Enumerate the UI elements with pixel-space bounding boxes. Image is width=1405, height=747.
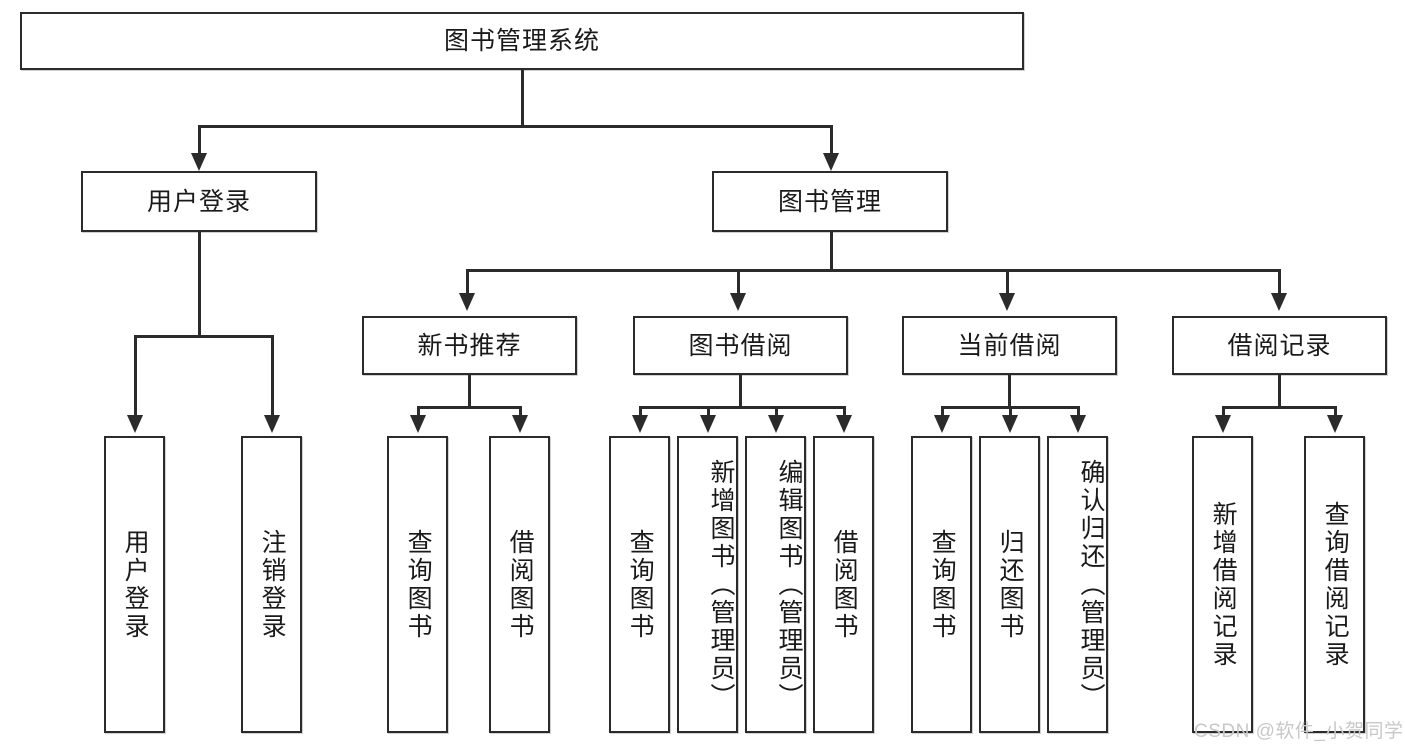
edge-user-login-bus	[134, 335, 273, 338]
arrow-bb-leaf1	[632, 415, 648, 433]
arrow-cb-leaf1	[934, 415, 950, 433]
edge-new-book-bus	[417, 406, 521, 409]
arrow-cb-leaf3	[1070, 415, 1086, 433]
leaf-label: 查询图书	[626, 528, 655, 641]
edge-root-stem	[521, 70, 524, 126]
arrow-nb-leaf2	[512, 415, 528, 433]
arrow-borrow-record	[1271, 293, 1287, 311]
leaf-label: 用户登录	[121, 528, 150, 641]
node-label: 用户登录	[146, 187, 251, 216]
leaf-label: 新增借阅记录	[1209, 500, 1238, 669]
edge-drop-br-leaf2	[1334, 406, 1337, 418]
leaf-bb-add-book-admin[interactable]: 新增图书（管理员）	[677, 436, 738, 733]
leaf-bb-borrow-book[interactable]: 借阅图书	[813, 436, 874, 733]
edge-drop-cb-leaf3	[1077, 406, 1080, 418]
edge-drop-bb-leaf4	[843, 406, 846, 418]
leaf-label: 借阅图书	[830, 528, 859, 641]
node-root-system[interactable]: 图书管理系统	[20, 12, 1024, 70]
arrow-br-leaf2	[1327, 415, 1343, 433]
leaf-cb-query-book[interactable]: 查询图书	[911, 436, 972, 733]
leaf-label: 注销登录	[258, 528, 287, 641]
edge-borrow-record-stem	[1278, 375, 1281, 408]
leaf-label: 借阅图书	[506, 528, 535, 641]
leaf-label: 新增图书（管理员）	[707, 458, 735, 711]
edge-borrow-record-bus	[1222, 406, 1336, 409]
edge-drop-leaf-logout	[271, 335, 274, 418]
edge-drop-cb-leaf1	[941, 406, 944, 418]
arrow-nb-leaf1	[410, 415, 426, 433]
leaf-cb-return-book[interactable]: 归还图书	[979, 436, 1040, 733]
edge-level3-bus	[466, 269, 1280, 272]
node-user-login[interactable]: 用户登录	[81, 171, 317, 232]
arrow-br-leaf1	[1215, 415, 1231, 433]
leaf-nb-borrow-book[interactable]: 借阅图书	[489, 436, 550, 733]
edge-book-borrow-stem	[739, 375, 742, 408]
edge-drop-bb-leaf3	[775, 406, 778, 418]
node-borrow-record[interactable]: 借阅记录	[1172, 316, 1387, 375]
node-book-management[interactable]: 图书管理	[712, 171, 948, 232]
leaf-label: 确认归还（管理员）	[1077, 458, 1105, 711]
leaf-cb-confirm-return-admin[interactable]: 确认归还（管理员）	[1047, 436, 1108, 733]
arrow-cb-leaf2	[1002, 415, 1018, 433]
leaf-nb-query-book[interactable]: 查询图书	[387, 436, 448, 733]
leaf-bb-edit-book-admin[interactable]: 编辑图书（管理员）	[745, 436, 806, 733]
edge-drop-bb-leaf2	[707, 406, 710, 418]
edge-drop-nb-leaf1	[417, 406, 420, 418]
edge-drop-book-borrow	[737, 269, 740, 295]
node-label: 图书管理	[777, 187, 882, 216]
node-current-borrow[interactable]: 当前借阅	[902, 316, 1117, 375]
leaf-bb-query-book[interactable]: 查询图书	[609, 436, 670, 733]
node-label: 图书管理系统	[443, 27, 600, 55]
edge-new-book-stem	[468, 375, 471, 408]
edge-book-mgmt-stem	[830, 232, 833, 271]
edge-user-login-stem	[198, 232, 201, 335]
edge-drop-new-book	[466, 269, 469, 295]
edge-drop-br-leaf1	[1222, 406, 1225, 418]
leaf-label: 查询图书	[928, 528, 957, 641]
leaf-label: 归还图书	[996, 528, 1025, 641]
node-new-book-recommend[interactable]: 新书推荐	[362, 316, 577, 375]
leaf-br-query-record[interactable]: 查询借阅记录	[1304, 436, 1365, 733]
edge-drop-book-mgmt	[830, 125, 833, 157]
arrow-current-borrow	[999, 293, 1015, 311]
edge-drop-borrow-record	[1278, 269, 1281, 295]
edge-current-borrow-stem	[1008, 375, 1011, 408]
leaf-label: 查询图书	[404, 528, 433, 641]
arrow-leaf-logout	[264, 415, 280, 433]
leaf-label: 查询借阅记录	[1321, 500, 1350, 669]
node-label: 当前借阅	[957, 331, 1062, 360]
edge-drop-nb-leaf2	[519, 406, 522, 418]
arrow-new-book	[459, 293, 475, 311]
edge-drop-bb-leaf1	[639, 406, 642, 418]
edge-drop-user-login	[198, 125, 201, 157]
node-label: 新书推荐	[417, 331, 522, 360]
edge-drop-leaf-user-login	[134, 335, 137, 418]
leaf-logout[interactable]: 注销登录	[241, 436, 302, 733]
edge-book-borrow-bus	[639, 406, 844, 409]
edge-drop-cb-leaf2	[1009, 406, 1012, 418]
edge-drop-current-borrow	[1006, 269, 1009, 295]
arrow-user-login	[191, 153, 207, 171]
arrow-bb-leaf2	[700, 415, 716, 433]
leaf-user-login[interactable]: 用户登录	[104, 436, 165, 733]
leaf-label: 编辑图书（管理员）	[775, 458, 803, 711]
arrow-bb-leaf4	[836, 415, 852, 433]
edge-level2-bus	[198, 125, 832, 128]
arrow-book-borrow	[730, 293, 746, 311]
arrow-bb-leaf3	[768, 415, 784, 433]
node-label: 借阅记录	[1227, 331, 1332, 360]
leaf-br-add-record[interactable]: 新增借阅记录	[1192, 436, 1253, 733]
node-label: 图书借阅	[688, 331, 793, 360]
arrow-book-mgmt	[823, 153, 839, 171]
arrow-leaf-user-login	[127, 415, 143, 433]
node-book-borrow[interactable]: 图书借阅	[633, 316, 848, 375]
